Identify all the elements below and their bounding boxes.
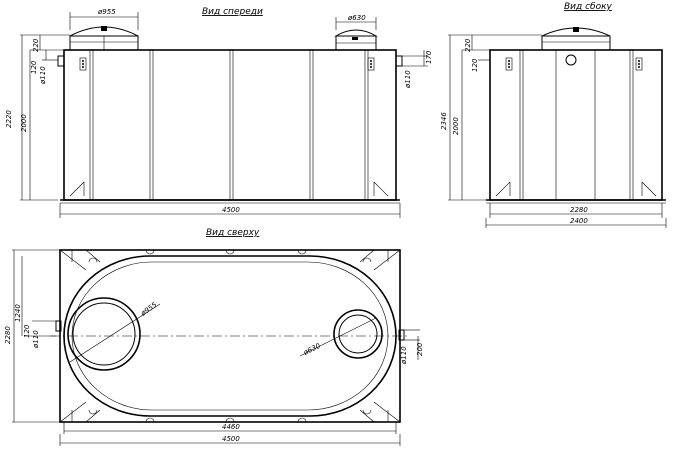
front-dim-170: 170 xyxy=(425,50,433,64)
front-dim-dia-110-right: ø110 xyxy=(404,70,412,89)
top-view: Вид сверху xyxy=(4,228,424,446)
top-dim-dia-630: ø630 xyxy=(301,342,322,358)
top-dim-dia-955: ø955 xyxy=(139,300,159,318)
top-dim-120: 120 xyxy=(23,324,31,338)
front-outlet-pipe xyxy=(395,55,403,67)
top-dim-h-1240: 1240 xyxy=(14,304,22,322)
top-lifting-lugs xyxy=(88,249,372,423)
side-dim-h-2000: 2000 xyxy=(452,117,460,135)
side-tank-body xyxy=(489,49,663,201)
front-ribs xyxy=(89,50,369,200)
side-dim-w-2400: 2400 xyxy=(570,217,588,225)
side-dim-h-2346: 2346 xyxy=(440,112,448,130)
front-dim-h-2000: 2000 xyxy=(20,114,28,132)
top-dim-200: 200 xyxy=(416,342,424,356)
top-manhole-large xyxy=(67,297,141,371)
side-manhole xyxy=(541,27,611,51)
top-inlet-pipe xyxy=(55,320,62,332)
front-dim-dia-955: ø955 xyxy=(97,8,116,16)
side-dim-w-2280: 2280 xyxy=(570,206,588,214)
front-dim-w-4500: 4500 xyxy=(222,206,240,214)
top-manhole-small xyxy=(333,309,383,359)
side-dim-220: 220 xyxy=(464,38,472,52)
top-dim-dia-110-right: ø110 xyxy=(400,346,408,365)
side-dim-120: 120 xyxy=(471,58,479,72)
top-dim-w-4460: 4460 xyxy=(222,423,240,431)
side-view-title: Вид сбоку xyxy=(564,2,613,12)
side-pipe-opening xyxy=(565,54,577,66)
front-dim-120: 120 xyxy=(30,60,38,74)
front-dim-h-2220: 2220 xyxy=(5,110,13,128)
front-manhole-right xyxy=(334,29,378,51)
top-dim-h-2280: 2280 xyxy=(4,326,12,344)
side-view: Вид сбоку 2346 2000 22 xyxy=(440,2,667,228)
front-manhole-left xyxy=(69,26,139,51)
top-view-title: Вид сверху xyxy=(206,228,260,238)
front-view-title: Вид спереди xyxy=(202,7,263,17)
front-dim-dia-630: ø630 xyxy=(347,14,366,22)
top-outlet-pipe xyxy=(398,329,405,341)
front-dim-220: 220 xyxy=(32,38,40,52)
top-dim-dia-110-left: ø110 xyxy=(32,330,40,349)
front-inlet-pipe xyxy=(57,55,65,67)
front-dim-dia-110-left: ø110 xyxy=(39,66,47,85)
front-view: Вид спереди xyxy=(5,7,433,218)
top-tank-outline xyxy=(63,255,397,417)
top-dim-w-4500: 4500 xyxy=(222,435,240,443)
